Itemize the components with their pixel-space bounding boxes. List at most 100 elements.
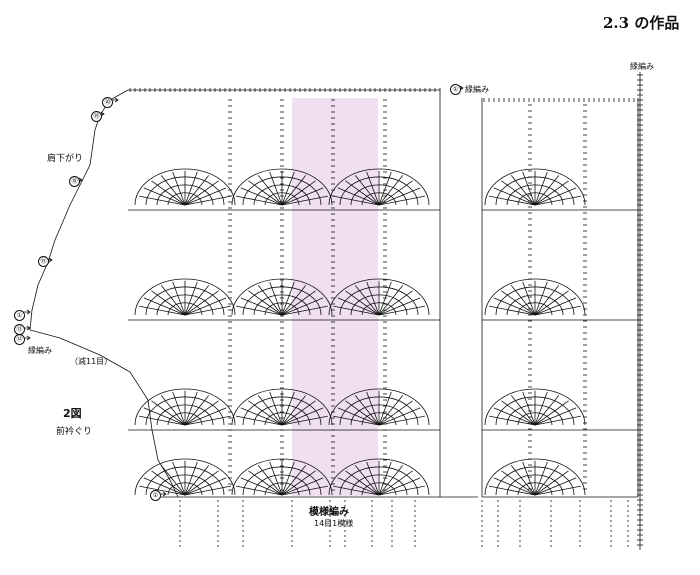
- fan-spoke: [184, 407, 227, 426]
- fan-spoke: [378, 195, 425, 206]
- fan-spoke: [510, 285, 536, 316]
- fan-spoke: [366, 461, 380, 496]
- fan-spoke: [493, 297, 536, 316]
- fan-spoke: [378, 175, 404, 206]
- fan-spoke: [493, 187, 536, 206]
- fan-spoke: [337, 407, 380, 426]
- fan-spoke: [236, 195, 283, 206]
- fan-spoke: [366, 391, 380, 426]
- fan-spoke: [489, 415, 536, 426]
- fan-spoke: [257, 465, 283, 496]
- fan-spoke: [240, 477, 283, 496]
- fan-spoke: [378, 395, 404, 426]
- fan-spoke: [534, 395, 560, 426]
- fan-spoke: [522, 391, 536, 426]
- fan-spoke: [184, 461, 198, 496]
- fan-spoke: [257, 175, 283, 206]
- row-marker: ⑫: [14, 334, 25, 345]
- fan-stitch: [134, 388, 236, 426]
- fan-spoke: [281, 485, 328, 496]
- fan-spoke: [501, 290, 536, 316]
- fan-spoke: [378, 400, 413, 426]
- fan-spoke: [160, 175, 186, 206]
- fan-stitch: [231, 458, 333, 496]
- fan-spoke: [281, 391, 295, 426]
- fan-spoke: [184, 281, 198, 316]
- fan-spoke: [534, 461, 548, 496]
- fan-spoke: [534, 407, 577, 426]
- pattern-name: 模様編み: [309, 507, 349, 518]
- fan-spoke: [534, 281, 548, 316]
- row-marker: ⑳: [102, 97, 113, 108]
- fan-stitch: [328, 278, 430, 316]
- fan-spoke: [378, 285, 404, 316]
- fan-spoke: [281, 407, 324, 426]
- edging-label-top: 縁編み: [465, 85, 489, 94]
- fan-spoke: [522, 461, 536, 496]
- fan-spoke: [501, 470, 536, 496]
- fan-spoke: [281, 285, 307, 316]
- fan-spoke: [378, 297, 421, 316]
- fan-spoke: [333, 415, 380, 426]
- fan-stitch: [134, 278, 236, 316]
- fan-spoke: [378, 290, 413, 316]
- fan-spoke: [281, 297, 324, 316]
- fan-spoke: [151, 290, 186, 316]
- fan-spoke: [160, 395, 186, 426]
- fan-spoke: [151, 180, 186, 206]
- fan-spoke: [489, 485, 536, 496]
- fan-spoke: [354, 395, 380, 426]
- fan-spoke: [269, 281, 283, 316]
- fan-spoke: [534, 187, 577, 206]
- fan-stitch: [484, 458, 586, 496]
- fan-spoke: [172, 171, 186, 206]
- neck-decrease-label: （減11目）: [70, 357, 113, 366]
- fan-spoke: [184, 395, 210, 426]
- fan-spoke: [522, 281, 536, 316]
- fan-stitch: [134, 458, 236, 496]
- fan-spoke: [378, 485, 425, 496]
- fan-spoke: [281, 175, 307, 206]
- fan-spoke: [151, 470, 186, 496]
- fan-spoke: [333, 485, 380, 496]
- fan-spoke: [281, 290, 316, 316]
- fan-spoke: [172, 461, 186, 496]
- fan-stitch: [484, 278, 586, 316]
- fan-spoke: [333, 305, 380, 316]
- fan-spoke: [184, 285, 210, 316]
- shoulder-decrease-label: 肩下がり: [47, 154, 84, 164]
- fan-spoke: [139, 195, 186, 206]
- fan-spoke: [281, 180, 316, 206]
- row-marker: ①: [14, 310, 25, 321]
- fan-spoke: [534, 391, 548, 426]
- fan-spoke: [345, 290, 380, 316]
- fan-spoke: [534, 305, 581, 316]
- fan-spoke: [240, 297, 283, 316]
- fan-spoke: [510, 465, 536, 496]
- fan-spoke: [378, 461, 392, 496]
- fan-spoke: [378, 415, 425, 426]
- fan-spoke: [184, 305, 231, 316]
- fan-spoke: [236, 305, 283, 316]
- fan-spoke: [510, 175, 536, 206]
- fan-spoke: [281, 461, 295, 496]
- fan-spoke: [281, 415, 328, 426]
- edging-label-right: 縁編み: [630, 62, 654, 71]
- fan-spoke: [534, 285, 560, 316]
- fan-spoke: [534, 477, 577, 496]
- fan-stitch: [328, 388, 430, 426]
- fan-spoke: [184, 400, 219, 426]
- fan-spoke: [493, 407, 536, 426]
- fan-spoke: [354, 285, 380, 316]
- fan-spoke: [534, 297, 577, 316]
- fan-spoke: [378, 305, 425, 316]
- fan-spoke: [281, 195, 328, 206]
- fan-spoke: [269, 461, 283, 496]
- row-marker: ⑮: [38, 256, 49, 267]
- fan-spoke: [184, 465, 210, 496]
- fan-spoke: [184, 470, 219, 496]
- fan-stitch: [231, 278, 333, 316]
- fan-spoke: [151, 400, 186, 426]
- fan-spoke: [184, 187, 227, 206]
- fan-spoke: [248, 180, 283, 206]
